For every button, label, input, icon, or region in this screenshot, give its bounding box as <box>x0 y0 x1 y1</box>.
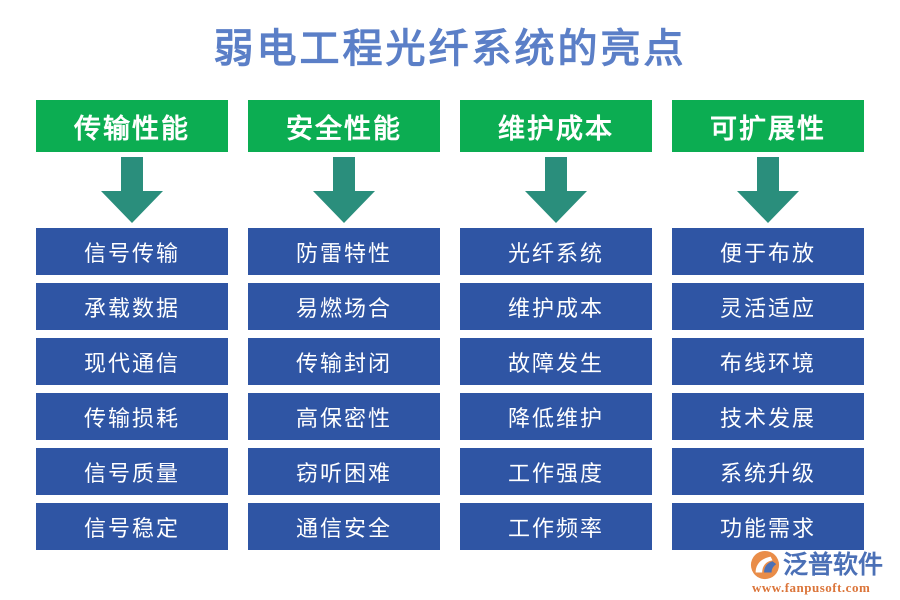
fanpusoft-logo-icon <box>750 550 780 580</box>
arrow-container-4 <box>672 152 864 228</box>
item-list-3: 光纤系统 维护成本 故障发生 降低维护 工作强度 工作频率 <box>460 228 652 550</box>
item-box[interactable]: 便于布放 <box>672 228 864 275</box>
item-box[interactable]: 工作强度 <box>460 448 652 495</box>
arrow-container-2 <box>248 152 440 228</box>
item-box[interactable]: 技术发展 <box>672 393 864 440</box>
item-box[interactable]: 降低维护 <box>460 393 652 440</box>
item-box[interactable]: 光纤系统 <box>460 228 652 275</box>
arrow-down-icon <box>737 157 799 223</box>
item-box[interactable]: 信号稳定 <box>36 503 228 550</box>
item-box[interactable]: 窃听困难 <box>248 448 440 495</box>
item-box[interactable]: 信号传输 <box>36 228 228 275</box>
item-box[interactable]: 现代通信 <box>36 338 228 385</box>
item-box[interactable]: 维护成本 <box>460 283 652 330</box>
page-title: 弱电工程光纤系统的亮点 <box>213 26 687 71</box>
column-header-2[interactable]: 安全性能 <box>248 100 440 152</box>
item-list-1: 信号传输 承载数据 现代通信 传输损耗 信号质量 信号稳定 <box>36 228 228 550</box>
item-box[interactable]: 布线环境 <box>672 338 864 385</box>
arrow-down-icon <box>313 157 375 223</box>
arrow-container-3 <box>460 152 652 228</box>
item-box[interactable]: 信号质量 <box>36 448 228 495</box>
item-box[interactable]: 承载数据 <box>36 283 228 330</box>
watermark-brand: 泛普软件 <box>783 551 884 579</box>
item-box[interactable]: 高保密性 <box>248 393 440 440</box>
column-3: 维护成本 光纤系统 维护成本 故障发生 降低维护 工作强度 工作频率 <box>460 100 652 550</box>
watermark-brand-row: 泛普软件 <box>750 550 883 580</box>
column-1: 传输性能 信号传输 承载数据 现代通信 传输损耗 信号质量 信号稳定 <box>36 100 228 550</box>
column-4: 可扩展性 便于布放 灵活适应 布线环境 技术发展 系统升级 功能需求 <box>672 100 864 550</box>
item-box[interactable]: 传输封闭 <box>248 338 440 385</box>
item-box[interactable]: 易燃场合 <box>248 283 440 330</box>
item-list-4: 便于布放 灵活适应 布线环境 技术发展 系统升级 功能需求 <box>672 228 864 550</box>
item-list-2: 防雷特性 易燃场合 传输封闭 高保密性 窃听困难 通信安全 <box>248 228 440 550</box>
arrow-container-1 <box>36 152 228 228</box>
watermark-url: www.fanpusoft.com <box>752 580 871 595</box>
columns-container: 传输性能 信号传输 承载数据 现代通信 传输损耗 信号质量 信号稳定 安全性能 <box>36 100 864 550</box>
column-header-3[interactable]: 维护成本 <box>460 100 652 152</box>
item-box[interactable]: 防雷特性 <box>248 228 440 275</box>
arrow-down-icon <box>101 157 163 223</box>
arrow-down-icon <box>525 157 587 223</box>
item-box[interactable]: 灵活适应 <box>672 283 864 330</box>
item-box[interactable]: 系统升级 <box>672 448 864 495</box>
item-box[interactable]: 通信安全 <box>248 503 440 550</box>
item-box[interactable]: 故障发生 <box>460 338 652 385</box>
column-header-4[interactable]: 可扩展性 <box>672 100 864 152</box>
watermark: 泛普软件 www.fanpusoft.com <box>750 548 892 596</box>
column-2: 安全性能 防雷特性 易燃场合 传输封闭 高保密性 窃听困难 通信安全 <box>248 100 440 550</box>
item-box[interactable]: 工作频率 <box>460 503 652 550</box>
item-box[interactable]: 传输损耗 <box>36 393 228 440</box>
column-header-1[interactable]: 传输性能 <box>36 100 228 152</box>
item-box[interactable]: 功能需求 <box>672 503 864 550</box>
